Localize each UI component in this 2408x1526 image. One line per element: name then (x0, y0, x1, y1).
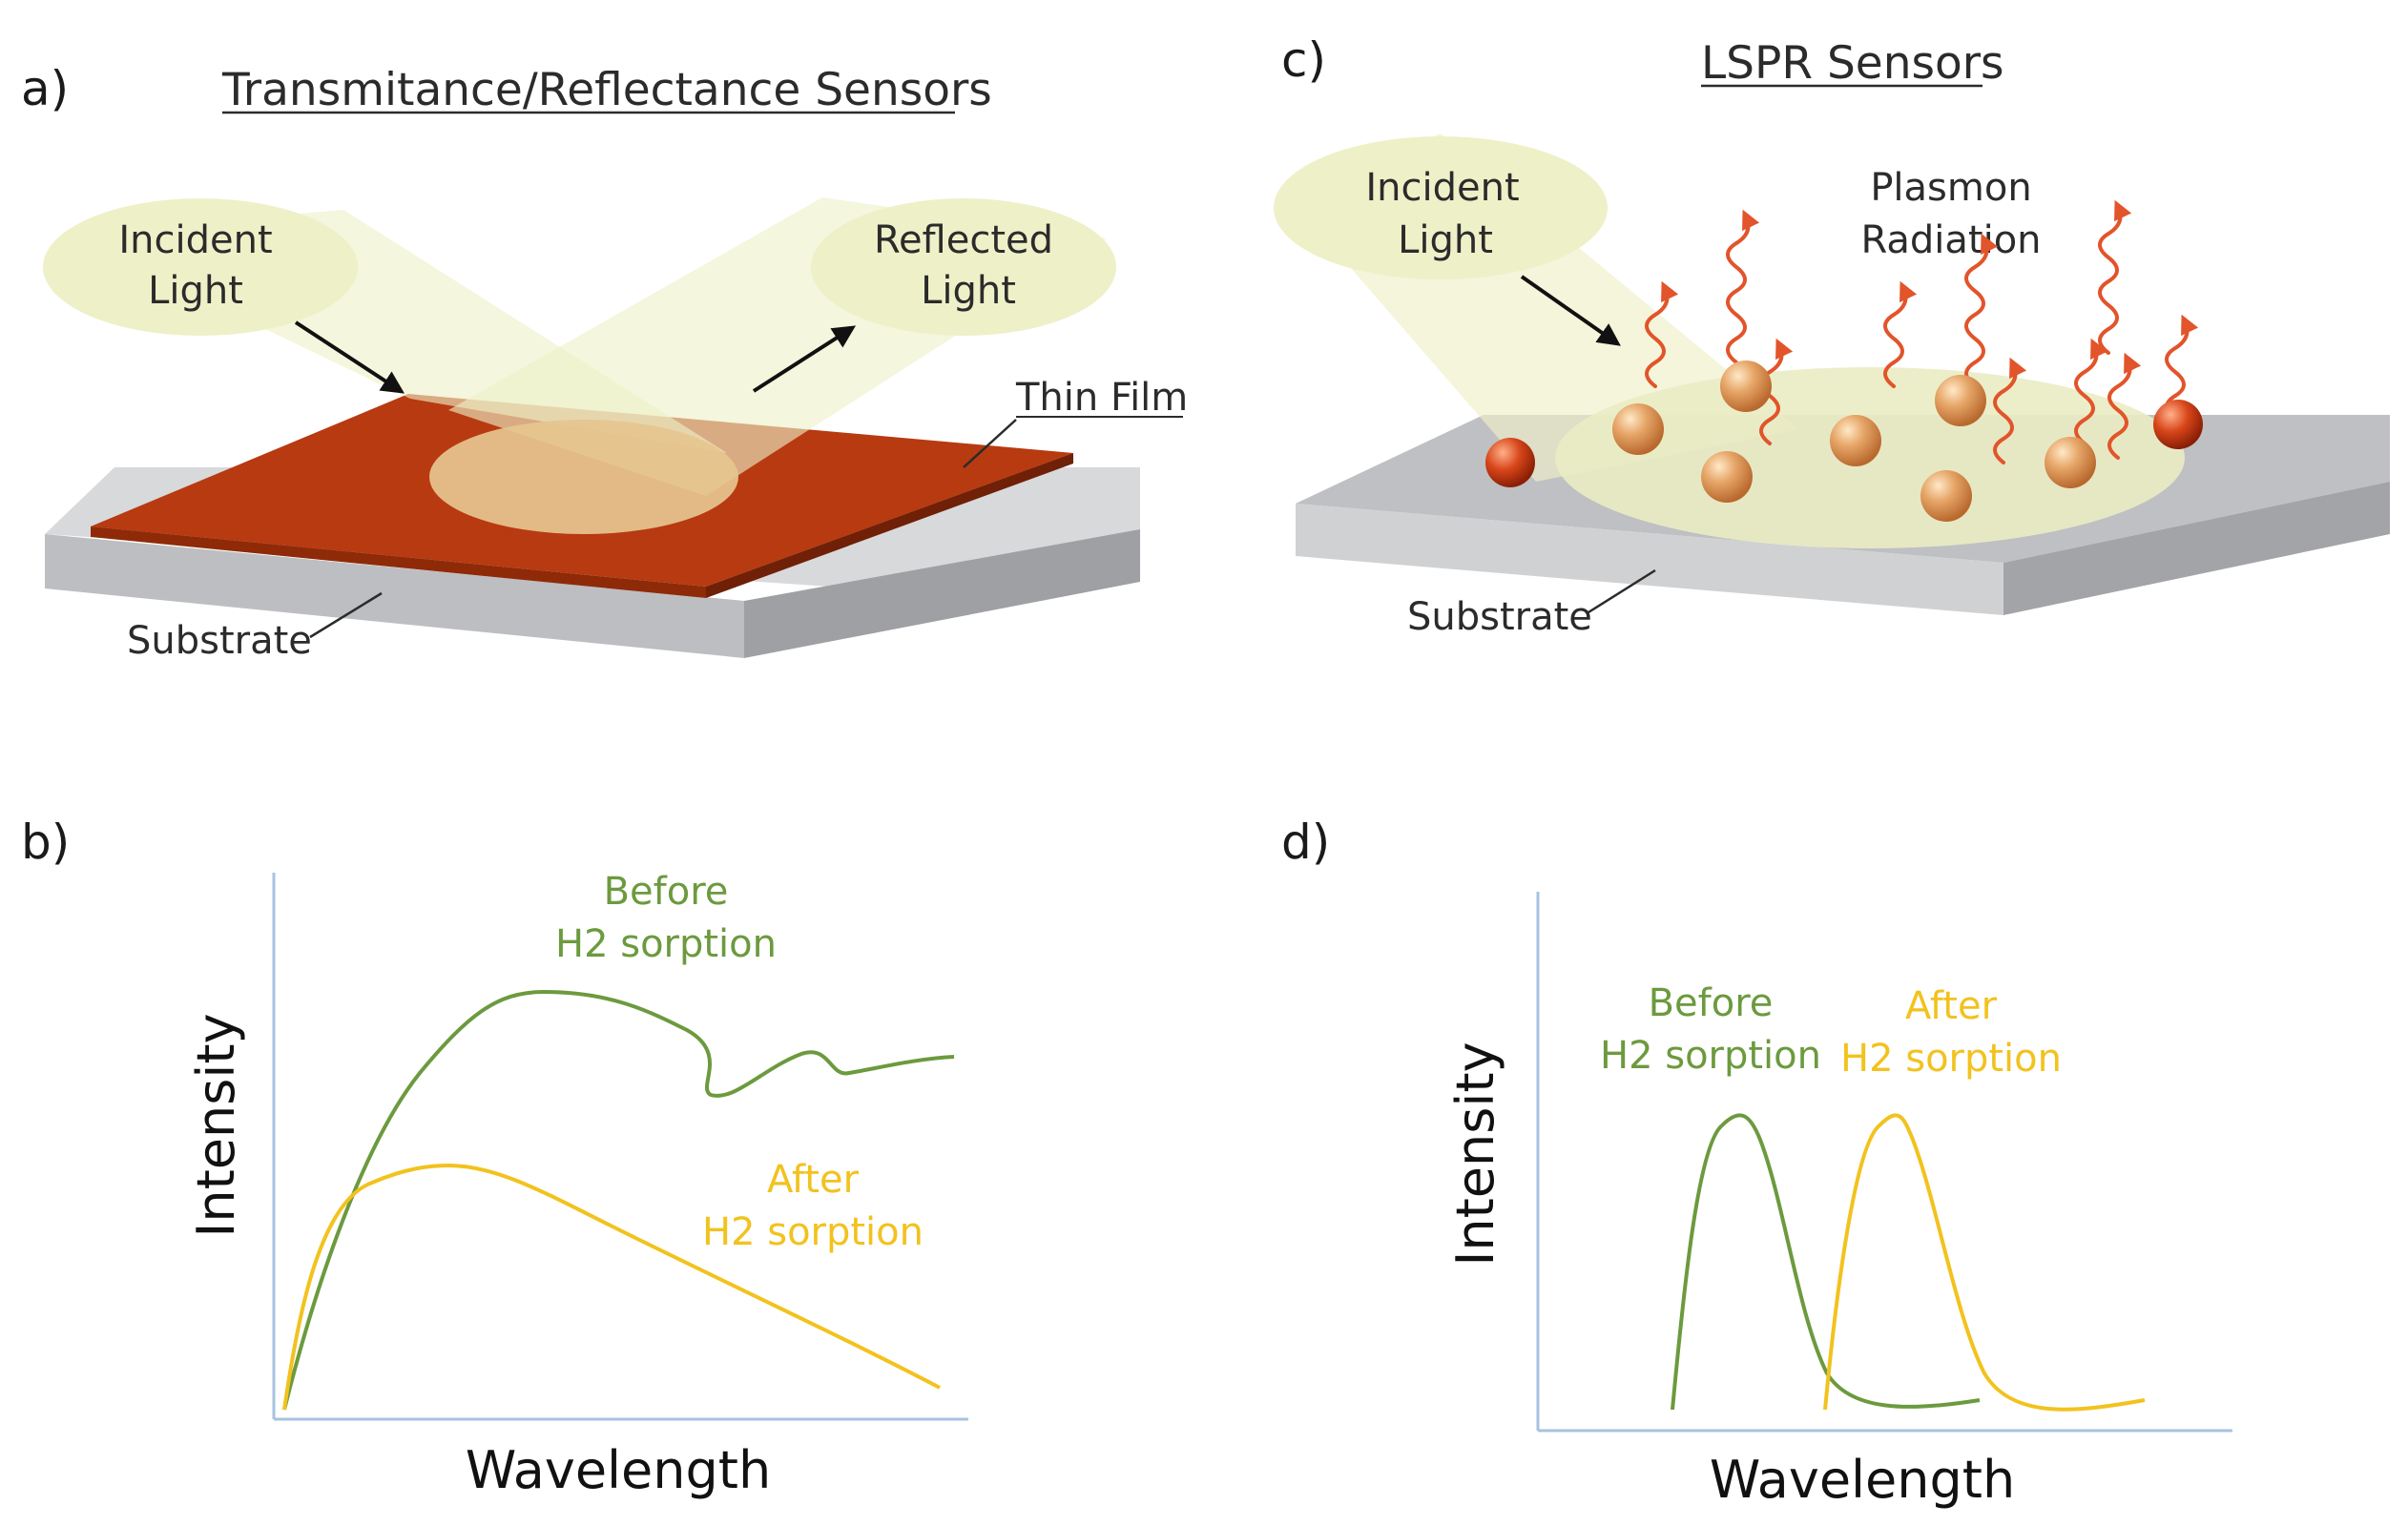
panel-d-before-label-2: H2 sorption (1600, 1034, 1821, 1078)
panel-d-after-curve (1823, 1113, 2146, 1412)
panel-a-incident-label-1: Incident (118, 218, 272, 262)
panel-d-x-label: Wavelength (1710, 1450, 2015, 1510)
panel-b-before-curve (282, 989, 955, 1411)
panel-c-substrate-label: Substrate (1407, 595, 1592, 639)
nanoparticle (2045, 437, 2096, 488)
panel-d-y-label: Intensity (1445, 1041, 1505, 1266)
panel-c-title: LSPR Sensors (1701, 37, 2004, 90)
panel-b-after-curve (282, 1163, 941, 1411)
plasmon-wave-6 (1993, 357, 2027, 464)
panel-a-letter: a) (21, 61, 69, 116)
panel-b-after-label-2: H2 sorption (702, 1210, 924, 1254)
nanoparticle (1612, 403, 1664, 455)
panel-c-incident-arrow (1520, 275, 1621, 346)
panel-a-reflected-label-2: Light (921, 269, 1016, 313)
plasmon-wave-5 (1964, 233, 1999, 388)
panel-a: a) Transmitance/Reflectance Sensors Inci… (21, 61, 1188, 663)
panel-a-incident-arrow (294, 320, 405, 394)
panel-d-letter: d) (1281, 815, 1330, 870)
nanoparticle (1830, 415, 1881, 466)
panel-c-incident-label-1: Incident (1365, 166, 1519, 210)
panel-c-nanoparticles (1485, 361, 2203, 522)
nanoparticle (1720, 361, 1772, 412)
nanoparticle (1920, 470, 1972, 522)
panel-c-plasmon-label-1: Plasmon (1870, 166, 2031, 210)
panel-c: c) LSPR Sensors Incident Light Plasmon R… (1274, 32, 2390, 639)
panel-c-letter: c) (1281, 32, 1326, 88)
panel-a-thin-film-leader (963, 419, 1017, 468)
panel-b-after-label-1: After (767, 1158, 860, 1202)
panel-c-substrate-leader (1588, 568, 1656, 614)
nanoparticle (1701, 451, 1753, 503)
nanoparticle-outside-left (1485, 438, 1535, 487)
panel-a-reflected-arrow (752, 325, 857, 393)
panel-b: b) Intensity Wavelength Before H2 sorpti… (21, 815, 968, 1500)
panel-b-letter: b) (21, 815, 70, 870)
panel-b-before-label-2: H2 sorption (555, 922, 777, 966)
panel-c-plasmon-radiation-waves (1645, 199, 2199, 464)
panel-a-reflected-spot (811, 198, 1116, 336)
panel-d-before-label-1: Before (1649, 981, 1774, 1025)
panel-a-illuminated-spot (429, 420, 738, 534)
panel-d-after-label-2: H2 sorption (1840, 1037, 2062, 1081)
plasmon-wave-7 (2074, 338, 2108, 445)
panel-b-y-label: Intensity (186, 1013, 246, 1237)
panel-a-substrate-leader (309, 591, 383, 639)
nanoparticle (1935, 375, 1986, 426)
panel-a-thin-film-label: Thin Film (1015, 376, 1188, 420)
panel-a-substrate-label: Substrate (127, 619, 312, 663)
panel-b-x-label: Wavelength (466, 1440, 771, 1500)
panel-d: d) Intensity Wavelength Before H2 sorpti… (1281, 815, 2232, 1510)
plasmon-wave-1 (1645, 280, 1679, 388)
nanoparticle-outside-right (2153, 400, 2203, 449)
panel-c-incident-label-2: Light (1398, 218, 1493, 262)
panel-d-before-curve (1671, 1113, 1981, 1411)
plasmon-wave-9 (2107, 352, 2142, 460)
panel-c-plasmon-label-2: Radiation (1860, 218, 2041, 262)
panel-a-reflected-label-1: Reflected (874, 218, 1053, 262)
panel-b-before-label-1: Before (604, 870, 729, 914)
plasmon-wave-2 (1726, 209, 1760, 364)
panel-a-incident-spot (43, 198, 358, 336)
panel-a-incident-label-2: Light (148, 269, 243, 313)
panel-a-title: Transmitance/Reflectance Sensors (221, 64, 992, 116)
panel-c-incident-spot (1274, 136, 1608, 279)
plasmon-wave-4 (1883, 280, 1918, 388)
panel-d-after-label-1: After (1905, 984, 1998, 1028)
plasmon-wave-8 (2098, 199, 2132, 355)
